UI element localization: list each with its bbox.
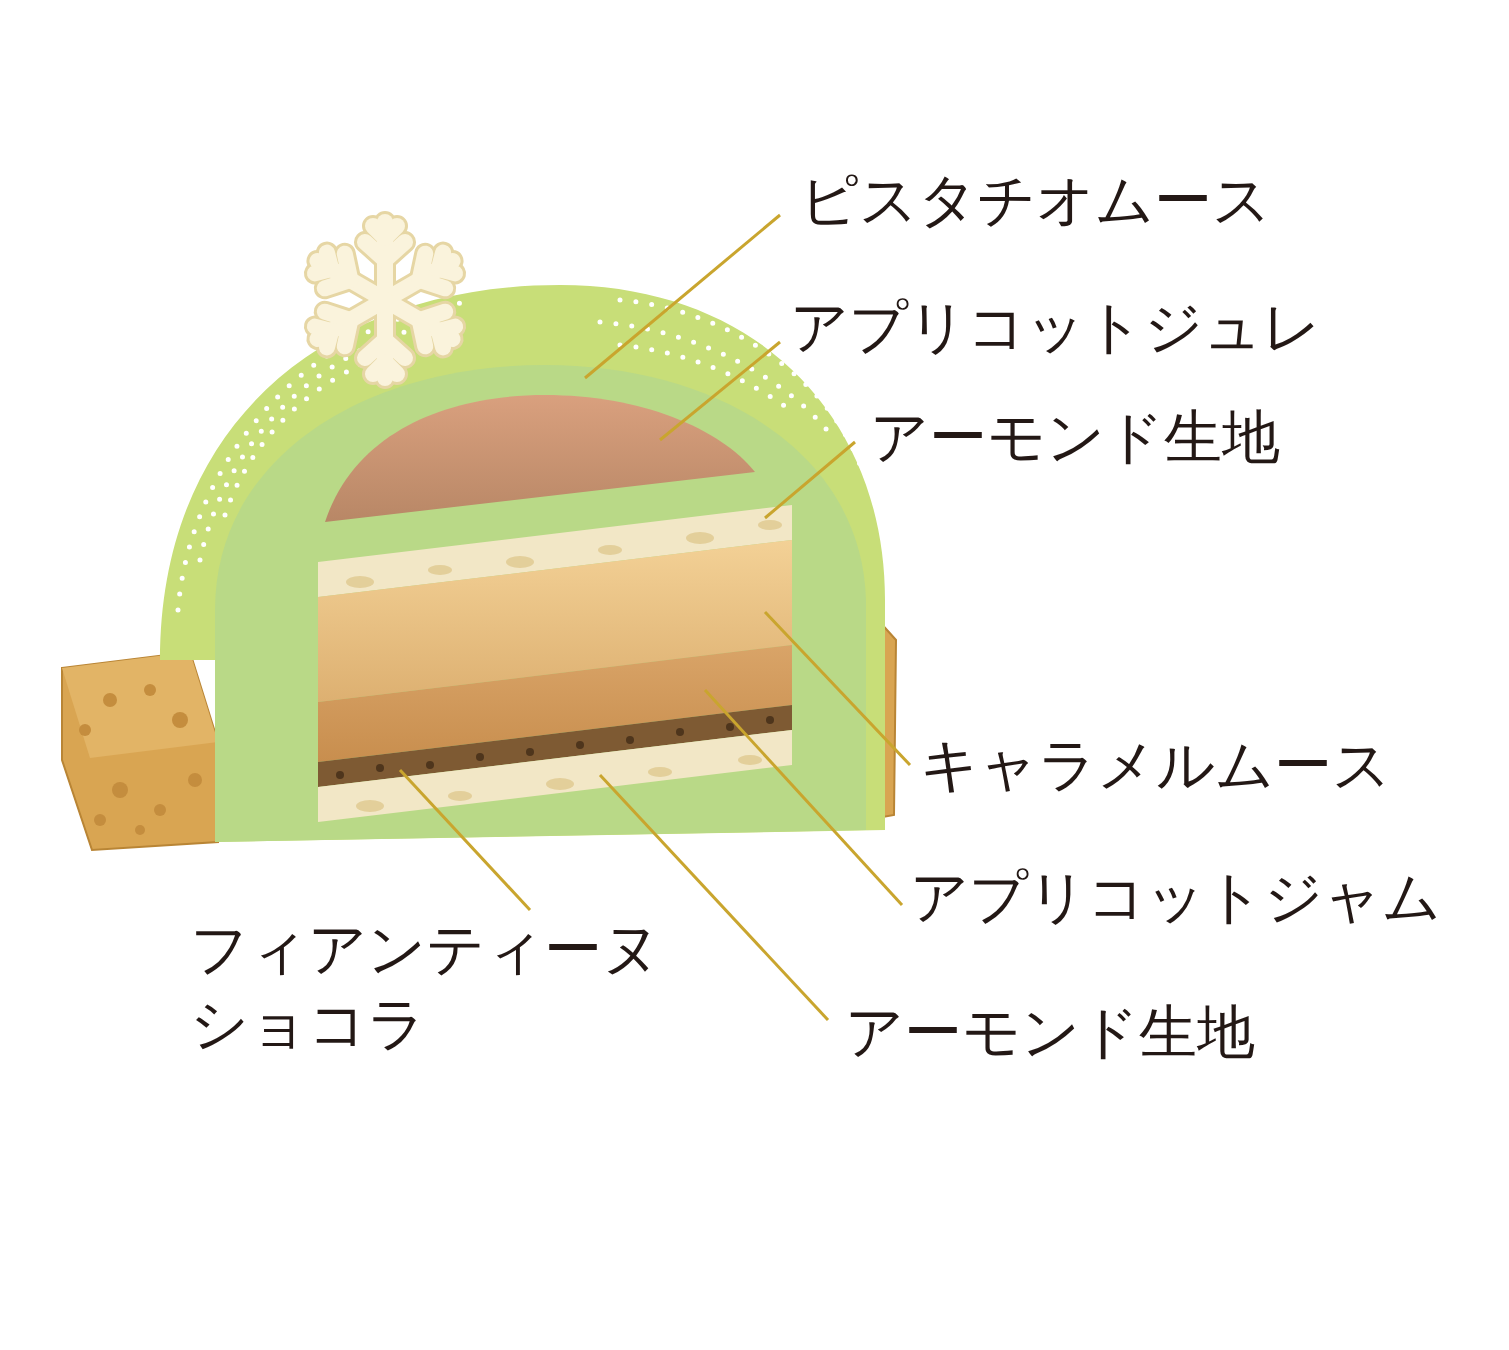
part-label: フィアンティーヌ ショコラ	[190, 915, 661, 1058]
part-label-box: フィアンティーヌ ショコラ	[190, 912, 680, 1063]
part-label-box: キャラメルムース	[920, 728, 1391, 803]
part-label: キャラメルムース	[920, 731, 1391, 799]
part-label-box: アプリコットジャム	[910, 860, 1441, 935]
snowflake	[307, 222, 462, 378]
pistachio-dome	[160, 285, 885, 842]
part-label: ピスタチオムース	[800, 166, 1271, 234]
part-label: アプリコットジャム	[910, 863, 1441, 931]
part-label-box: ピスタチオムース	[800, 163, 1271, 238]
part-label-box: アーモンド生地	[870, 400, 1280, 475]
inner-layers	[318, 505, 792, 822]
part-label: アーモンド生地	[845, 998, 1255, 1066]
part-label: アーモンド生地	[870, 403, 1280, 471]
part-label-box: アーモンド生地	[845, 995, 1255, 1070]
cut-face	[215, 365, 866, 842]
part-label-box: アプリコットジュレ	[790, 290, 1321, 365]
part-label: アプリコットジュレ	[790, 293, 1321, 361]
